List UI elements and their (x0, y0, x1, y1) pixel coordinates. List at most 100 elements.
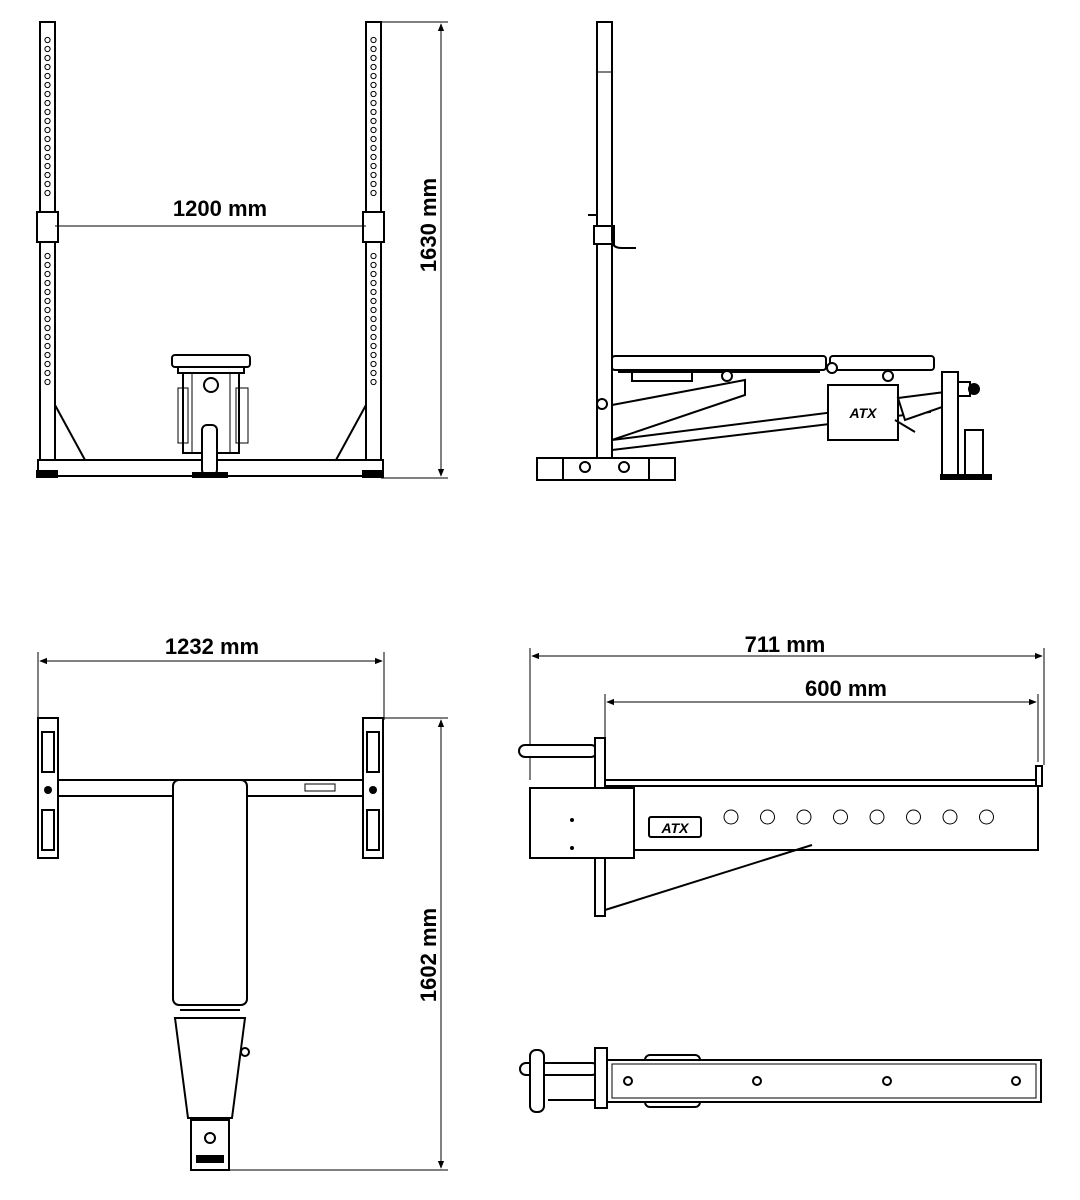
upright-hole (370, 369, 377, 377)
upright-hole (44, 126, 51, 134)
front-leg-strut (896, 390, 950, 422)
arm-brand-badge (648, 816, 702, 838)
side-brand-text: ATX (849, 405, 879, 421)
arm-top-tube (606, 1059, 1042, 1103)
upright-hole (370, 360, 377, 368)
upright-hole (370, 135, 377, 143)
upright-hole (44, 315, 51, 323)
bench-foot (192, 472, 228, 478)
upright-hole (370, 90, 377, 98)
upright-hole (370, 45, 377, 53)
right-foot (362, 470, 384, 478)
arm-hole (723, 809, 739, 825)
upright-hole (370, 180, 377, 188)
leg-adjust-knob (968, 383, 980, 395)
upright-hole (370, 171, 377, 179)
top-length-label: 1602 mm (416, 908, 441, 1002)
left-foot (36, 470, 58, 478)
upright-hole (44, 378, 51, 386)
usable-length-label: 600 mm (805, 676, 887, 701)
upright-hole (370, 72, 377, 80)
upright-hole (44, 324, 51, 332)
upright-hole (44, 333, 51, 341)
upright-hole (370, 36, 377, 44)
side-seat-pad (829, 355, 935, 371)
upright-hole (44, 261, 51, 269)
upright-hole (370, 99, 377, 107)
top-width-label: 1232 mm (165, 634, 259, 659)
front-view: 1200 mm 1630 mm (36, 21, 448, 479)
upright-hole (44, 90, 51, 98)
incline-ladder (611, 378, 746, 442)
upright-hole (370, 63, 377, 71)
ratchet-wheel (964, 429, 984, 476)
bench-seat-front (171, 354, 251, 368)
upright-hole (44, 306, 51, 314)
arm-brace (604, 844, 813, 911)
front-wheel (201, 424, 218, 476)
arm-hole (869, 809, 885, 825)
side-back-pad (611, 355, 827, 371)
front-width-label: 1200 mm (173, 196, 267, 221)
upright-hole (44, 288, 51, 296)
side-view: ATX (536, 21, 992, 481)
arm-brand-text: ATX (661, 820, 691, 836)
upright-hole (370, 297, 377, 305)
arm-sleeve (529, 787, 635, 859)
upright-hole (370, 153, 377, 161)
right-brace (335, 404, 367, 461)
upright-hole (370, 108, 377, 116)
side-j-hook (593, 225, 615, 245)
side-brand-plate (827, 384, 899, 441)
upright-hole (370, 378, 377, 386)
upright-hole (44, 360, 51, 368)
arm-holes (723, 809, 994, 825)
upright-hole (44, 180, 51, 188)
upright-hole (370, 315, 377, 323)
upright-hole (44, 297, 51, 305)
front-leg (941, 371, 959, 478)
upright-hole (44, 369, 51, 377)
arm-hole (906, 809, 921, 825)
upright-hole (370, 351, 377, 359)
upright-hole (44, 45, 51, 53)
upright-hole (370, 333, 377, 341)
upright-holes (44, 36, 377, 386)
total-length-label: 711 mm (745, 632, 826, 657)
arm-top-plate (594, 1047, 608, 1109)
arm-hole (942, 809, 958, 825)
arm-hole (833, 809, 848, 825)
left-brace (54, 404, 86, 461)
upright-hole (370, 270, 377, 278)
upright-hole (44, 189, 51, 197)
upright-hole (44, 108, 51, 116)
upright-hole (44, 72, 51, 80)
left-j-hook (36, 211, 59, 243)
upright-hole (370, 162, 377, 170)
upright-hole (370, 342, 377, 350)
pop-pin-knob (203, 377, 219, 393)
upright-hole (44, 270, 51, 278)
front-foot (940, 474, 992, 480)
upright-hole (370, 306, 377, 314)
upright-hole (370, 324, 377, 332)
upright-hole (44, 81, 51, 89)
upright-hole (370, 117, 377, 125)
upright-hole (44, 135, 51, 143)
upright-hole (370, 279, 377, 287)
upright-hole (44, 153, 51, 161)
upright-hole (370, 261, 377, 269)
arm-hole (760, 809, 775, 825)
upright-hole (44, 117, 51, 125)
upright-hole (44, 162, 51, 170)
top-seat-pad (173, 1017, 247, 1119)
upright-hole (370, 54, 377, 62)
upright-hole (44, 351, 51, 359)
front-height-label: 1630 mm (416, 178, 441, 272)
upright-hole (370, 189, 377, 197)
upright-hole (44, 144, 51, 152)
upright-hole (44, 63, 51, 71)
upright-hole (370, 126, 377, 134)
upright-hole (44, 36, 51, 44)
